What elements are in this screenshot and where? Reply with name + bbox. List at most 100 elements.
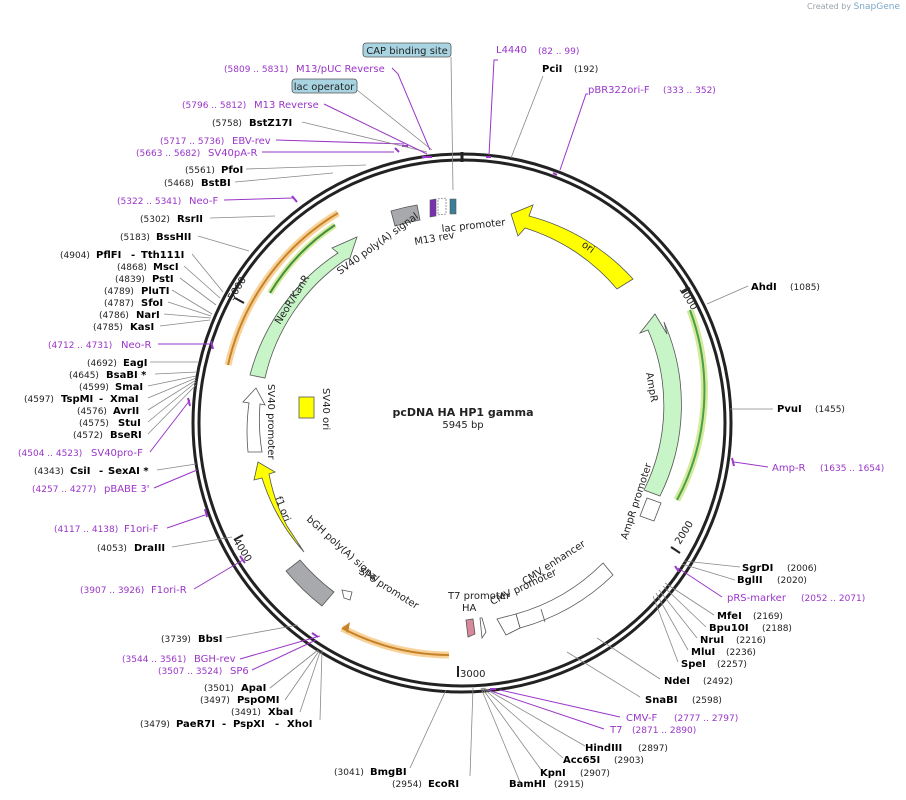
- enzyme-csii-sexai[interactable]: (4343) CsiI - SexAI *: [34, 463, 197, 477]
- enzyme-bstbi[interactable]: (5468) BstBI: [164, 172, 334, 189]
- svg-text:(5796 .. 5812): (5796 .. 5812): [182, 101, 246, 111]
- enzyme-bamhi[interactable]: BamHI (2915): [480, 687, 584, 790]
- svg-text:Neo-F: Neo-F: [189, 196, 219, 207]
- enzyme-acc65i[interactable]: Acc65I (2903): [482, 687, 644, 766]
- svg-text:PaeR7I: PaeR7I: [176, 719, 215, 730]
- svg-text:CsiI: CsiI: [70, 466, 90, 477]
- enzyme-bglii[interactable]: BglII (2020): [681, 563, 807, 586]
- feature-t7-promoter[interactable]: T7 promoter: [447, 591, 511, 640]
- enzyme-bsabi[interactable]: (4645) BsaBI *: [69, 370, 198, 381]
- enzyme-bpu10i[interactable]: Bpu10I (2188): [662, 585, 792, 634]
- enzyme-xbai[interactable]: (3491) XbaI: [231, 651, 321, 718]
- feature-lac-promoter[interactable]: lac promoter: [437, 197, 507, 235]
- enzyme-pflfi-tth111i[interactable]: (4904) PflFI - Tth111I: [60, 250, 224, 293]
- enzyme-pfoi[interactable]: (5561) PfoI: [185, 164, 367, 176]
- enzyme-tspmi-xmai[interactable]: (4597) TspMI - XmaI: [24, 377, 197, 405]
- feature-cmv-enhancer[interactable]: CMV enhancer CMV promoter: [489, 538, 614, 636]
- primer-bgh-rev[interactable]: (3544 .. 3561) BGH-rev: [122, 635, 321, 665]
- enzyme-spei[interactable]: SpeI (2257): [652, 595, 747, 670]
- enzyme-bsshii[interactable]: (5183) BssHII: [120, 232, 250, 252]
- enzyme-eagi[interactable]: (4692) EagI: [87, 358, 198, 369]
- svg-text:(82 .. 99): (82 .. 99): [538, 47, 579, 57]
- primer-pbr322ori-f[interactable]: pBR322ori-F (333 .. 352): [552, 85, 716, 176]
- enzyme-avrii[interactable]: (4576) AvrII: [77, 379, 197, 417]
- svg-text:SexAI *: SexAI *: [108, 466, 149, 477]
- feature-ha[interactable]: HA: [462, 603, 477, 638]
- enzyme-mfei[interactable]: MfeI (2169): [664, 582, 783, 622]
- enzyme-msci[interactable]: (4868) MscI: [117, 262, 221, 299]
- feature-ampr[interactable]: AmpR: [638, 308, 708, 502]
- enzyme-bseri[interactable]: (4572) BseRI: [73, 384, 197, 441]
- enzyme-sgrdi[interactable]: SgrDI (2006): [683, 560, 817, 574]
- enzyme-rsrii[interactable]: (5302) RsrII: [140, 214, 276, 225]
- enzyme-ecori[interactable]: (2954) EcoRI: [392, 687, 474, 790]
- svg-text:SmaI: SmaI: [115, 382, 143, 393]
- enzyme-bbsi[interactable]: (3739) BbsI: [161, 624, 299, 645]
- primer-f1ori-r[interactable]: (3907 .. 3926) F1ori-R: [80, 555, 246, 596]
- snapgene-credit: Created by SnapGene: [807, 2, 900, 12]
- primer-ebv-rev[interactable]: (5717 .. 5736) EBV-rev: [160, 136, 408, 147]
- enzyme-pvui[interactable]: PvuI (1455): [730, 404, 845, 415]
- feature-neor-kanr[interactable]: NeoR/KanR: [224, 210, 358, 379]
- svg-text:(4839): (4839): [115, 275, 145, 285]
- lac-operator-callout[interactable]: lac operator: [291, 78, 433, 151]
- enzyme-nari[interactable]: (4786) NarI: [99, 310, 212, 321]
- svg-text:(1085): (1085): [790, 283, 820, 293]
- enzyme-nrui[interactable]: NruI (2216): [658, 589, 766, 646]
- enzyme-psti[interactable]: (4839) PstI: [115, 274, 217, 306]
- cap-binding-site-callout[interactable]: CAP binding site: [362, 42, 454, 191]
- svg-text:(4053): (4053): [97, 544, 127, 554]
- enzyme-paer7i-pspxi-xhoi[interactable]: (3479) PaeR7I - PspXI - XhoI: [140, 649, 323, 730]
- feature-lac-operator[interactable]: [449, 198, 457, 215]
- primer-prs-marker[interactable]: pRS-marker (2052 .. 2071): [674, 565, 865, 604]
- svg-text:(2257): (2257): [717, 660, 747, 670]
- enzyme-stui[interactable]: (4575) StuI: [79, 381, 197, 429]
- primer-f1ori-f[interactable]: (4117 .. 4138) F1ori-F: [54, 508, 208, 535]
- enzyme-sfoi[interactable]: (4787) SfoI: [104, 298, 212, 317]
- svg-text:(2492): (2492): [703, 677, 733, 687]
- primer-cmv-f[interactable]: CMV-F (2777 .. 2797): [490, 688, 738, 724]
- enzyme-mlui[interactable]: MluI (2236): [655, 592, 756, 658]
- enzyme-bmgbi[interactable]: (3041) BmgBI: [334, 689, 447, 778]
- enzyme-hindiii[interactable]: HindIII (2897): [483, 687, 668, 754]
- enzyme-ndei[interactable]: NdeI (2492): [596, 637, 733, 687]
- primer-l4440[interactable]: L4440 (82 .. 99): [486, 45, 579, 158]
- primer-m13-puc-reverse[interactable]: (5809 .. 5831) M13/pUC Reverse: [224, 64, 431, 151]
- svg-text:EagI: EagI: [123, 358, 147, 369]
- svg-text:(4645): (4645): [69, 371, 99, 381]
- enzyme-bstz17i[interactable]: (5758) BstZ17I: [212, 118, 428, 153]
- enzyme-labels-left: (3479) PaeR7I - PspXI - XhoI (3491) XbaI…: [18, 64, 432, 730]
- primer-t7[interactable]: T7 (2871 .. 2890): [487, 689, 696, 736]
- primer-amp-r[interactable]: Amp-R (1635 .. 1654): [731, 457, 884, 474]
- feature-sv40-ori[interactable]: SV40 ori: [298, 388, 331, 430]
- svg-text:(2903): (2903): [614, 756, 644, 766]
- enzyme-pcii[interactable]: PciI (192): [510, 64, 598, 159]
- feature-sv40-promoter[interactable]: SV40 promoter: [242, 384, 276, 460]
- feature-label-sp6-promoter: SP6 promoter: [356, 566, 421, 612]
- primer-neo-f[interactable]: (5322 .. 5341) Neo-F: [117, 195, 298, 207]
- enzyme-kasi[interactable]: (4785) KasI: [93, 319, 211, 333]
- svg-text:(4576): (4576): [77, 407, 107, 417]
- enzyme-ahdi[interactable]: AhdI (1085): [706, 282, 820, 305]
- svg-text:KasI: KasI: [130, 322, 154, 333]
- primer-pbabe-3[interactable]: (4257 .. 4277) pBABE 3': [32, 469, 198, 495]
- enzyme-snabi[interactable]: SnaBI (2598): [566, 651, 722, 706]
- feature-ori[interactable]: ori: [510, 204, 634, 290]
- enzyme-kpni[interactable]: KpnI (2907): [481, 687, 610, 779]
- enzyme-pspomi[interactable]: (3497) PspOMI: [200, 650, 320, 706]
- primer-sv40pa-r[interactable]: (5663 .. 5682) SV40pA-R: [136, 147, 400, 159]
- feature-f1-ori[interactable]: f1 ori: [253, 461, 305, 553]
- svg-text:(3507 .. 3524): (3507 .. 3524): [158, 667, 222, 677]
- svg-text:SpeI: SpeI: [681, 659, 706, 670]
- feature-label-t7-promoter: T7 promoter: [447, 591, 511, 602]
- enzyme-pluti[interactable]: (4789) PluTI: [104, 286, 213, 315]
- primer-sv40pro-f[interactable]: (4504 .. 4523) SV40pro-F: [18, 397, 191, 459]
- feature-bgh-polya[interactable]: bGH poly(A) signal: [285, 514, 381, 607]
- primer-neo-r[interactable]: (4712 .. 4731) Neo-R: [48, 340, 214, 351]
- feature-sp6-promoter[interactable]: SP6 promoter: [341, 566, 421, 612]
- enzyme-smai[interactable]: (4599) SmaI: [79, 375, 197, 393]
- primer-sp6[interactable]: (3507 .. 3524) SP6: [158, 632, 319, 677]
- enzyme-draiii[interactable]: (4053) DraIII: [97, 536, 233, 554]
- primer-m13-reverse[interactable]: (5796 .. 5812) M13 Reverse: [182, 100, 432, 158]
- enzyme-apai[interactable]: (3501) ApaI: [204, 649, 319, 694]
